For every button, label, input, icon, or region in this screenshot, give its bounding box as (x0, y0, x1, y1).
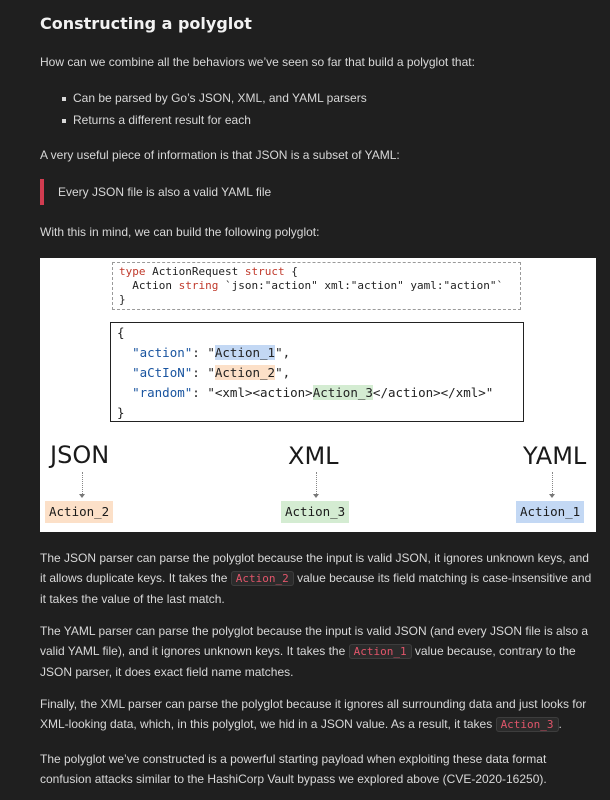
blockquote-bar (40, 179, 44, 205)
json-key: "aCtIoN" (132, 365, 193, 380)
json-key: "random" (132, 385, 193, 400)
arrowhead-icon (79, 494, 85, 498)
json-parser-label: JSON (50, 441, 110, 469)
code-text: { (284, 265, 298, 278)
conclusion-paragraph: The polyglot we’ve constructed is a powe… (40, 752, 547, 786)
text: . (558, 717, 562, 731)
go-struct-code: type ActionRequest struct { Action strin… (112, 262, 521, 310)
code-keyword: type (119, 265, 146, 278)
yaml-result: Action_1 (516, 501, 585, 523)
json-value: Action_1 (214, 345, 276, 360)
yaml-parser-label: YAML (523, 442, 587, 470)
inline-code: Action_3 (495, 717, 559, 732)
text: value because its field matching is case… (40, 571, 592, 606)
polyglot-diagram: type ActionRequest struct { Action strin… (40, 258, 596, 532)
json-value: Action_2 (214, 365, 276, 380)
blockquote: Every JSON file is also a valid YAML fil… (58, 185, 272, 199)
json-arrow (82, 472, 83, 496)
inline-code: Action_2 (230, 571, 294, 586)
arrowhead-icon (549, 494, 555, 498)
json-value: Action_3 (312, 385, 373, 400)
text: The JSON parser can parse the polyglot b… (40, 551, 589, 585)
list-item: Returns a different result for each (62, 109, 367, 131)
requirements-list: Can be parsed by Go’s JSON, XML, and YAM… (62, 87, 367, 131)
code-keyword: struct (244, 265, 285, 278)
json-key: "action" (132, 345, 193, 360)
text: Finally, the XML parser can parse the po… (40, 697, 587, 731)
code-text: Action (119, 279, 179, 292)
code-text: } (119, 293, 126, 306)
arrowhead-icon (313, 494, 319, 498)
code-keyword: string (178, 279, 219, 292)
code-text: ActionRequest (145, 265, 245, 278)
xml-explanation-paragraph: Finally, the XML parser can parse the po… (40, 694, 596, 735)
json-value: "<xml><action> (207, 385, 313, 400)
subset-paragraph: A very useful piece of information is th… (40, 148, 400, 162)
xml-parser-label: XML (288, 442, 339, 470)
code-text: `json:"action" xml:"action" yaml:"action… (218, 279, 504, 292)
intro-paragraph: How can we combine all the behaviors we’… (40, 55, 475, 69)
build-paragraph: With this in mind, we can build the foll… (40, 225, 320, 239)
text: value because, contrary to the JSON pars… (40, 644, 576, 679)
list-item: Can be parsed by Go’s JSON, XML, and YAM… (62, 87, 367, 109)
json-polyglot-code: { "action": "Action_1", "aCtIoN": "Actio… (110, 322, 524, 422)
yaml-explanation-paragraph: The YAML parser can parse the polyglot b… (40, 621, 596, 682)
code-text: { (117, 325, 125, 340)
json-result: Action_2 (45, 501, 114, 523)
yaml-arrow (552, 472, 553, 496)
xml-arrow (316, 472, 317, 496)
json-explanation-paragraph: The JSON parser can parse the polyglot b… (40, 548, 596, 609)
section-heading: Constructing a polyglot (40, 14, 252, 33)
inline-code: Action_1 (348, 644, 412, 659)
json-value: </action></xml>" (372, 385, 494, 400)
text: The YAML parser can parse the polyglot b… (40, 624, 589, 658)
xml-result: Action_3 (281, 501, 350, 523)
code-text: } (117, 405, 125, 420)
